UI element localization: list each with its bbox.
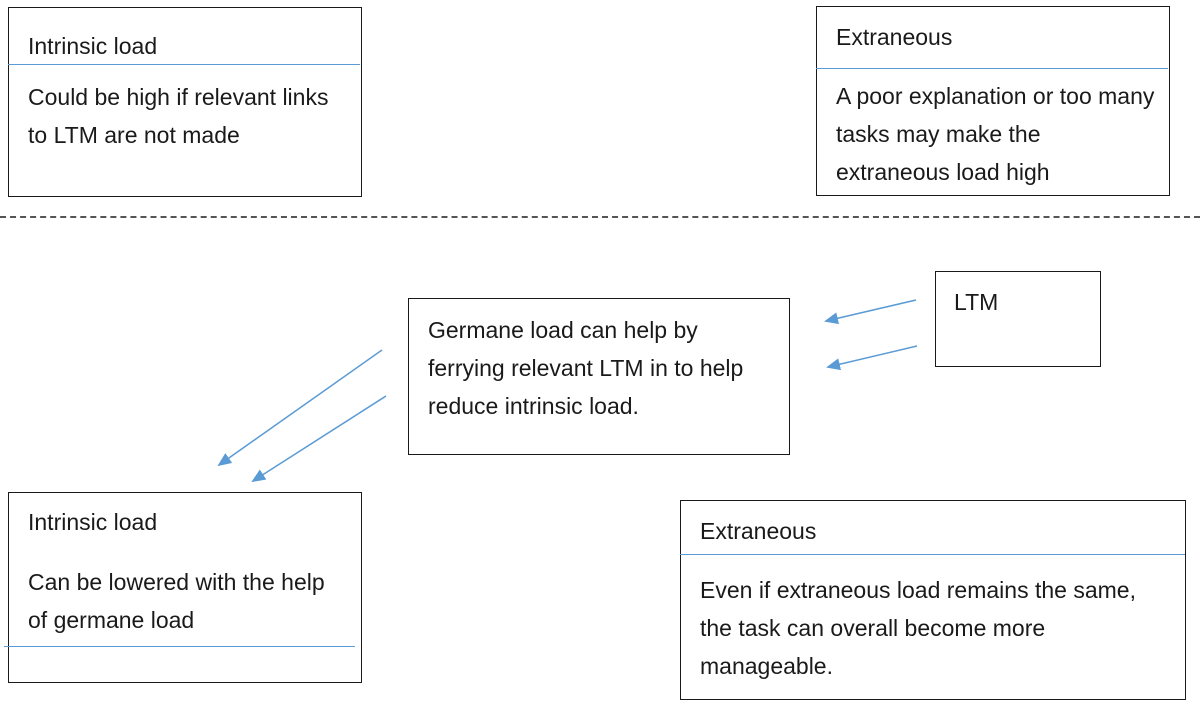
arrow-ltm-to-germane-2 [826,345,918,371]
top-extraneous-text: A poor explanation or too many tasks may… [836,83,1155,185]
bottom-intrinsic-divider [4,646,355,647]
bottom-intrinsic-load-box: Intrinsic load Can be lowered with the h… [8,492,362,683]
bottom-extraneous-divider [680,554,1185,555]
dashed-separator [0,216,1200,218]
top-intrinsic-load-text: Could be high if relevant links to LTM a… [28,84,329,148]
ltm-box: LTM [935,271,1101,367]
bottom-extraneous-text: Even if extraneous load remains the same… [700,577,1136,679]
bottom-intrinsic-load-title: Intrinsic load [28,509,158,535]
arrow-germane-to-intrinsic-1 [217,349,383,467]
bottom-extraneous-title: Extraneous [700,518,817,544]
ltm-title: LTM [954,289,999,315]
germane-load-text: Germane load can help by ferrying releva… [428,317,744,419]
top-intrinsic-divider [8,64,360,65]
top-intrinsic-load-box: Intrinsic load Could be high if relevant… [8,7,362,197]
top-extraneous-divider [816,68,1168,69]
bottom-extraneous-box: Extraneous Even if extraneous load remai… [680,500,1186,700]
top-extraneous-title: Extraneous [836,24,953,50]
top-intrinsic-load-title: Intrinsic load [28,33,158,59]
arrow-ltm-to-germane-1 [824,299,917,325]
arrow-germane-to-intrinsic-2 [251,395,387,483]
bottom-intrinsic-load-text: Can be lowered with the help of germane … [28,569,325,633]
germane-load-box: Germane load can help by ferrying releva… [408,298,790,455]
top-extraneous-box: Extraneous A poor explanation or too man… [816,6,1170,196]
